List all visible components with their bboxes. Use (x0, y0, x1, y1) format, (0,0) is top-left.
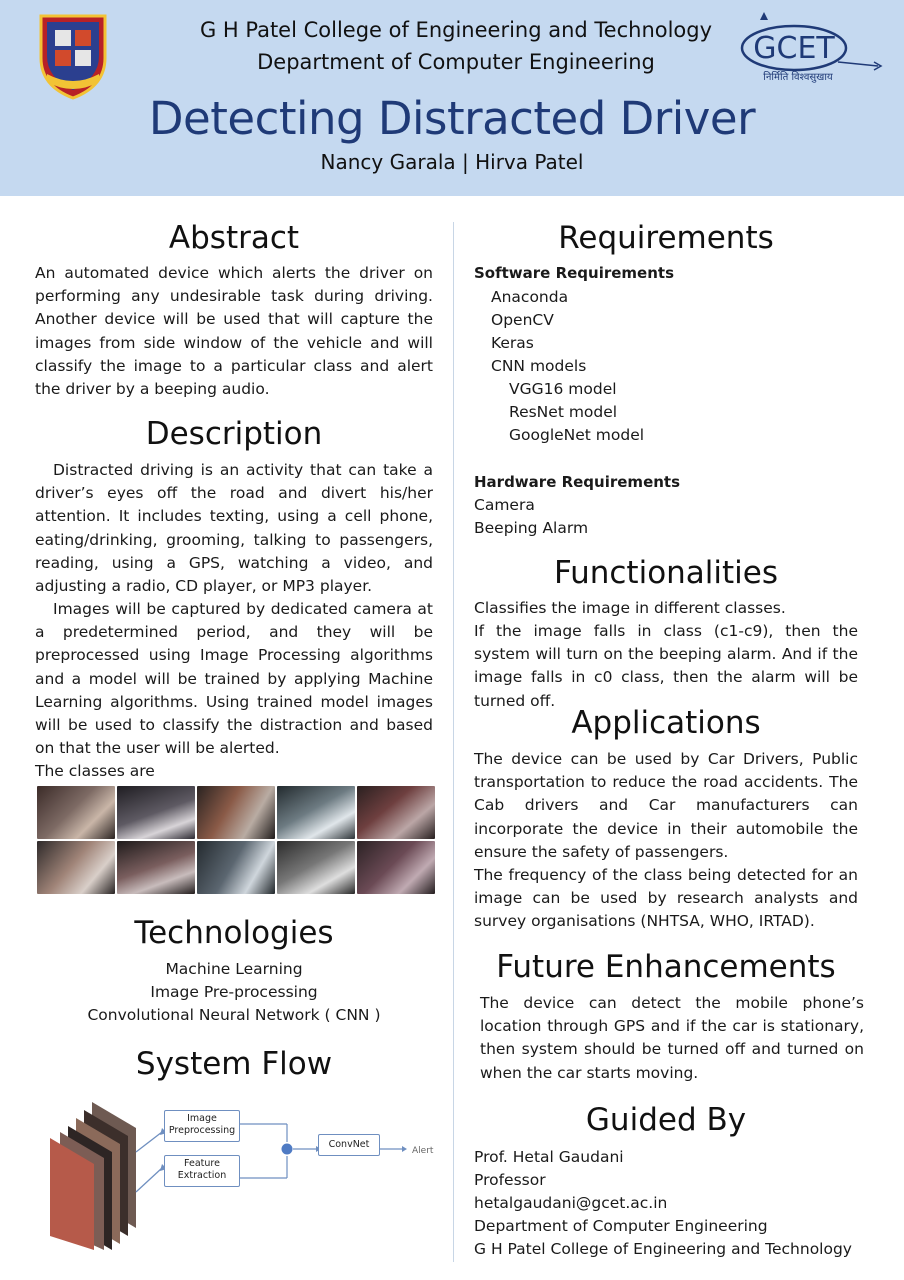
requirements-heading: Requirements (558, 220, 774, 256)
class-image (37, 786, 115, 839)
applications-heading: Applications (571, 705, 761, 741)
cnn-model-item: VGG16 model (509, 380, 617, 398)
guided-by-heading: Guided By (585, 1102, 747, 1138)
department-name: Department of Computer Engineering (257, 50, 655, 74)
poster-title: Detecting Distracted Driver (148, 92, 756, 145)
alert-label: Alert (412, 1146, 434, 1156)
gcet-logo-text: GCET (753, 31, 835, 66)
class-image (117, 786, 195, 839)
technology-item: Image Pre-processing (150, 983, 318, 1001)
abstract-text: An automated device which alerts the dri… (35, 264, 433, 399)
guide-designation: Professor (474, 1171, 546, 1189)
column-divider (453, 222, 454, 1262)
guide-department: Department of Computer Engineering (474, 1217, 768, 1235)
authors: Nancy Garala | Hirva Patel (320, 150, 584, 174)
guide-name: Prof. Hetal Gaudani (474, 1148, 624, 1166)
class-image (357, 786, 435, 839)
system-flow-diagram: Alert (50, 1102, 434, 1250)
poster-header: G H Patel College of Engineering and Tec… (0, 0, 904, 196)
merge-node-icon (281, 1143, 293, 1155)
abstract-heading: Abstract (168, 220, 300, 256)
driver-classes-grid (37, 786, 435, 894)
hardware-requirements-heading: Hardware Requirements (474, 473, 681, 491)
class-image (277, 841, 355, 894)
description-para2: Images will be captured by dedicated cam… (35, 600, 433, 758)
technology-item: Machine Learning (165, 960, 303, 978)
hardware-item: Camera (474, 496, 535, 514)
technologies-heading: Technologies (134, 915, 334, 951)
software-item: Anaconda (491, 288, 569, 306)
college-crest-logo (33, 12, 113, 106)
cnn-model-item: ResNet model (509, 403, 618, 421)
class-image (197, 841, 275, 894)
college-name-block: G H Patel College of Engineering and Tec… (150, 14, 762, 78)
description-heading: Description (145, 416, 323, 452)
functionalities-text2: If the image falls in class (c1-c9), the… (474, 622, 858, 710)
class-image (37, 841, 115, 894)
technology-item: Convolutional Neural Network ( CNN ) (87, 1006, 381, 1024)
classes-intro: The classes are (35, 762, 155, 780)
software-item: OpenCV (491, 311, 554, 329)
college-name: G H Patel College of Engineering and Tec… (199, 18, 713, 42)
convnet-box: ConvNet (318, 1134, 380, 1156)
functionalities-heading: Functionalities (553, 555, 779, 591)
software-item: Keras (491, 334, 534, 352)
class-image (277, 786, 355, 839)
gcet-logo: GCET निर्मिति विश्वसुखाय (738, 12, 884, 88)
software-requirements-heading: Software Requirements (474, 264, 675, 282)
future-enhancements-text: The device can detect the mobile phone’s… (480, 994, 864, 1082)
guide-college: G H Patel College of Engineering and Tec… (474, 1240, 852, 1258)
feature-extraction-box: Feature Extraction (164, 1155, 240, 1187)
description-para1: Distracted driving is an activity that c… (35, 461, 433, 596)
future-enhancements-heading: Future Enhancements (496, 949, 836, 985)
class-image (197, 786, 275, 839)
image-preprocessing-box: Image Preprocessing (164, 1110, 240, 1142)
cnn-model-item: GoogleNet model (509, 426, 645, 444)
hardware-item: Beeping Alarm (474, 519, 589, 537)
guide-email[interactable]: hetalgaudani@gcet.ac.in (474, 1194, 668, 1212)
class-image (117, 841, 195, 894)
gcet-logo-tagline: निर्मिति विश्वसुखाय (763, 71, 833, 83)
applications-text2: The frequency of the class being detecte… (474, 866, 858, 931)
class-image (357, 841, 435, 894)
functionalities-text1: Classifies the image in different classe… (474, 599, 786, 617)
system-flow-heading: System Flow (135, 1046, 333, 1082)
software-item: CNN models (491, 357, 587, 375)
applications-text1: The device can be used by Car Drivers, P… (474, 750, 858, 861)
image-stack (50, 1102, 136, 1250)
